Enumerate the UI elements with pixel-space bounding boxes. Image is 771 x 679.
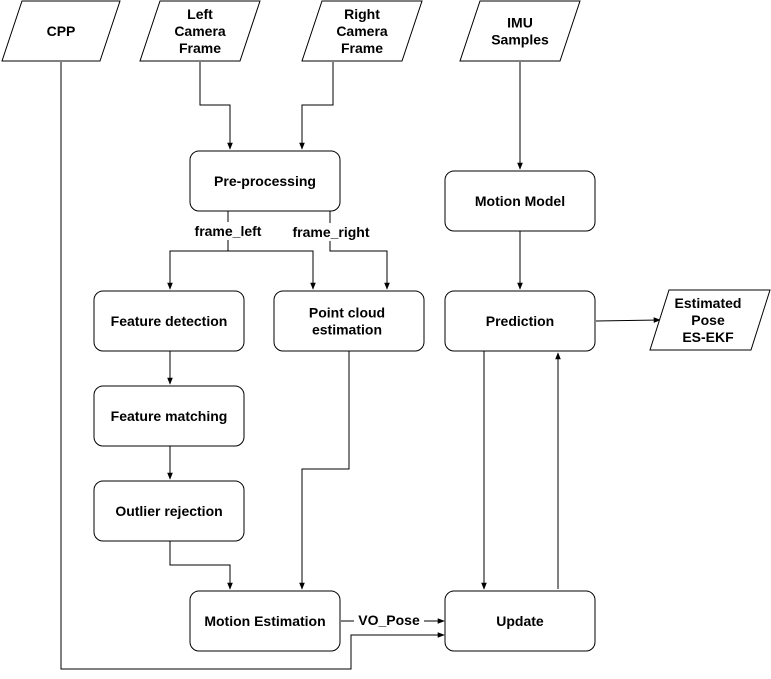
node-feature-detection: Feature detection — [93, 290, 245, 352]
edge-left-camera-to-preprocessing — [199, 62, 233, 150]
node-label-line: Frame — [179, 40, 221, 56]
node-label-line: Motion Estimation — [204, 613, 325, 629]
node-label-line: IMU — [507, 15, 533, 31]
node-prediction-label: Prediction — [486, 313, 554, 329]
node-label-line: Camera — [174, 23, 226, 39]
node-label-line: Prediction — [486, 313, 554, 329]
edge-right-camera-to-preprocessing — [299, 62, 334, 150]
edge-label-frame-left: frame_left — [195, 223, 262, 239]
node-label-line: Update — [496, 613, 544, 629]
node-motion-estimation: Motion Estimation — [189, 590, 341, 652]
node-feature-matching: Feature matching — [93, 385, 245, 447]
node-outlier-rejection: Outlier rejection — [93, 480, 245, 542]
node-label-line: Samples — [491, 32, 549, 48]
edges — [60, 62, 661, 670]
edge-prediction-to-estimated-pose — [595, 317, 661, 323]
node-label-line: Point cloud — [309, 305, 385, 321]
node-prediction: Prediction — [444, 290, 596, 352]
node-label-line: Camera — [336, 23, 388, 39]
node-label-line: CPP — [47, 23, 76, 39]
node-pre-processing: Pre-processing — [189, 150, 341, 212]
node-label-line: Estimated — [675, 295, 742, 311]
node-label-line: Feature matching — [111, 408, 228, 424]
node-label-line: Pose — [691, 312, 725, 328]
node-motion-estimation-label: Motion Estimation — [204, 613, 325, 629]
node-label-line: Motion Model — [475, 193, 565, 209]
node-feature-detection-label: Feature detection — [111, 313, 228, 329]
edge-labels: frame_left frame_right VO_Pose — [190, 222, 424, 629]
node-label-line: estimation — [312, 322, 382, 338]
node-cpp-label: CPP — [47, 23, 76, 39]
edge-label-vo-pose: VO_Pose — [358, 612, 420, 628]
edge-label-frame-right: frame_right — [292, 224, 369, 240]
node-cpp: CPP — [1, 0, 121, 62]
node-motion-model-label: Motion Model — [475, 193, 565, 209]
node-label-line: Feature detection — [111, 313, 228, 329]
node-motion-model: Motion Model — [444, 170, 596, 232]
edge-preprocessing-frame-left-to-point-cloud — [228, 250, 316, 290]
edge-point-cloud-to-motion-estimation — [299, 351, 350, 590]
node-pre-processing-label: Pre-processing — [214, 173, 316, 189]
node-outlier-rejection-label: Outlier rejection — [115, 503, 222, 519]
node-label-line: Pre-processing — [214, 173, 316, 189]
edge-outlier-rejection-to-motion-estimation — [169, 541, 233, 590]
node-label-line: Right — [344, 6, 380, 22]
edge-cpp-to-update — [60, 62, 445, 670]
node-label-line: Frame — [341, 40, 383, 56]
node-label-line: Outlier rejection — [115, 503, 222, 519]
node-feature-matching-label: Feature matching — [111, 408, 228, 424]
node-label-line: Left — [187, 6, 213, 22]
node-update: Update — [444, 590, 596, 652]
node-label-line: ES-EKF — [682, 329, 734, 345]
edge-preprocessing-frame-right-to-point-cloud — [329, 211, 390, 290]
node-update-label: Update — [496, 613, 544, 629]
